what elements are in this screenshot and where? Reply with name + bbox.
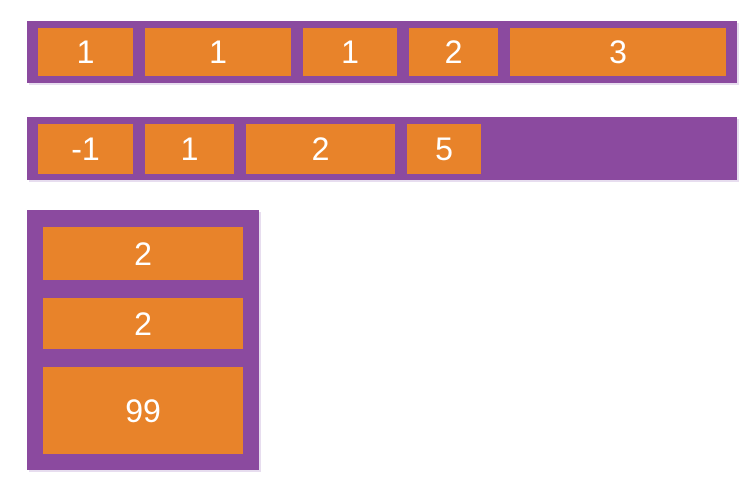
flex-container-top-row: 1 1 1 2 3 (27, 21, 737, 83)
flex-item: 1 (145, 123, 234, 174)
flex-item: 1 (38, 28, 133, 76)
flex-container-middle-row: -1 1 2 5 (27, 117, 737, 180)
flex-item: 99 (43, 367, 243, 454)
flex-item: 1 (145, 28, 291, 76)
flex-item: 1 (303, 28, 397, 76)
flex-item: 2 (246, 123, 395, 174)
flex-container-vertical-column: 2 2 99 (27, 210, 259, 470)
flex-item: 2 (43, 298, 243, 349)
flex-item: 5 (407, 123, 481, 174)
flex-item: 3 (510, 28, 726, 76)
flex-item: 2 (409, 28, 498, 76)
flex-item: 2 (43, 227, 243, 280)
flex-item: -1 (38, 123, 133, 174)
